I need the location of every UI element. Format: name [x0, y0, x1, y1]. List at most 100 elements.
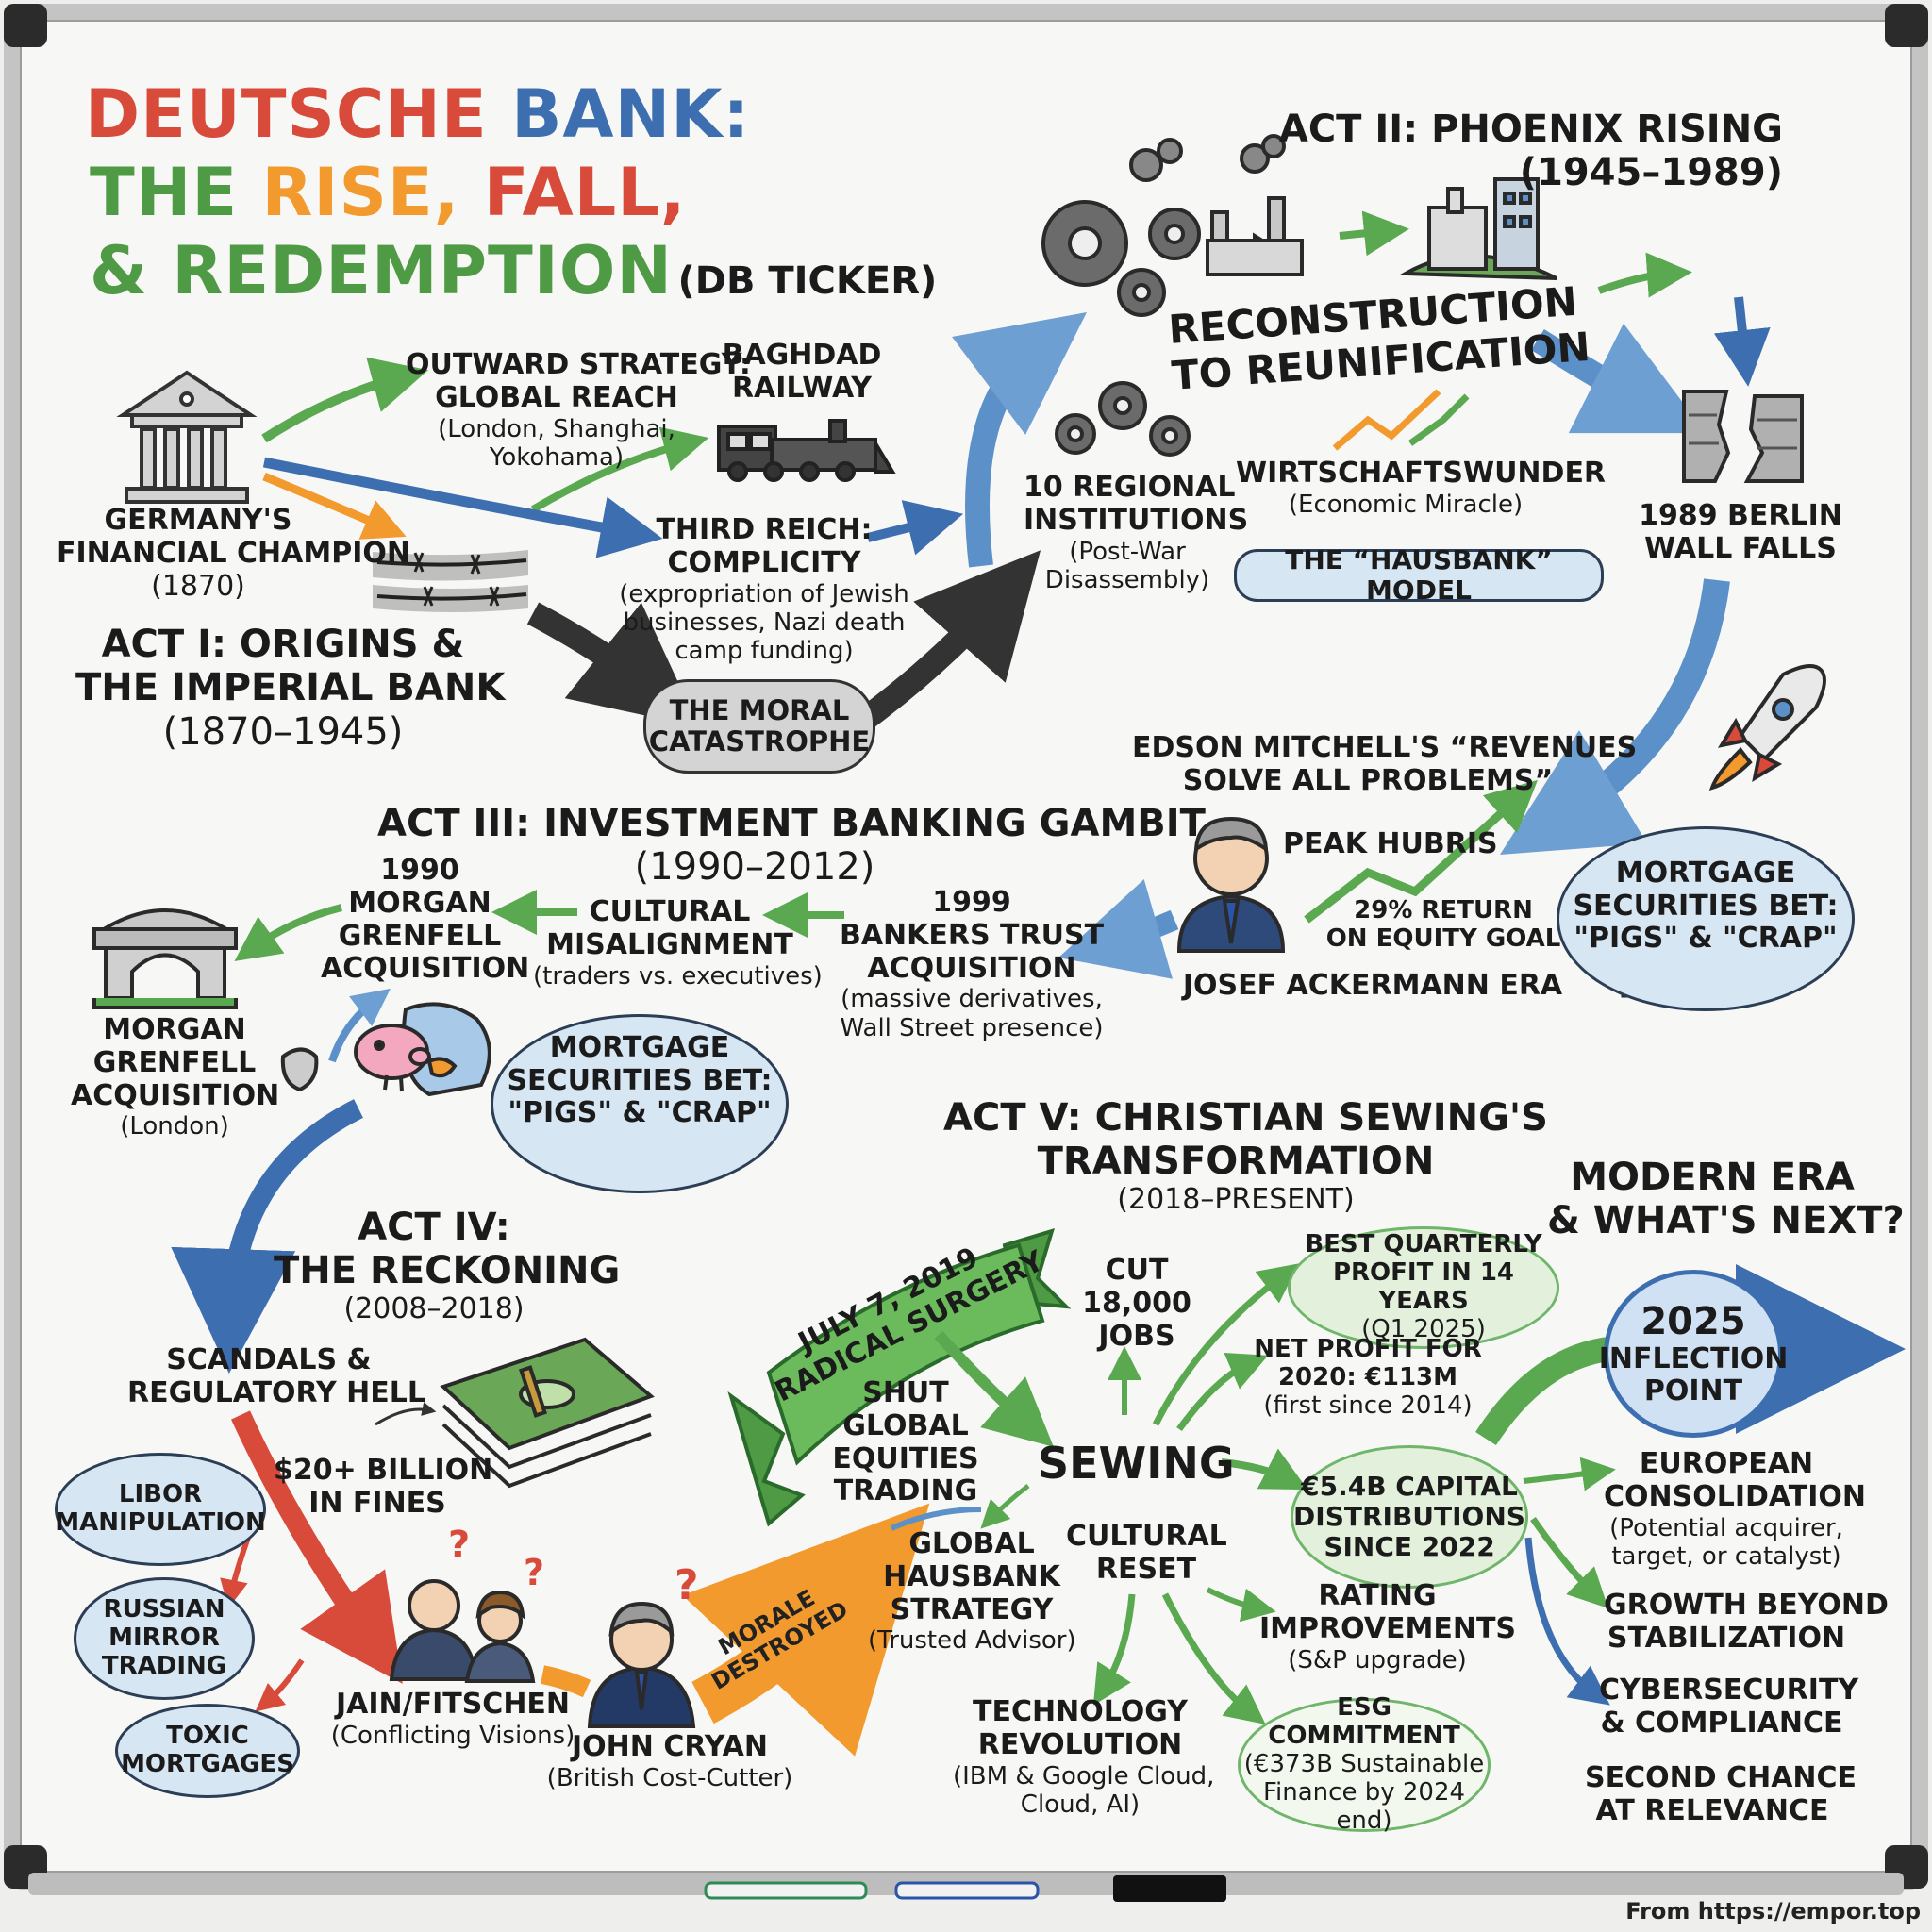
arrow-to-fines: [375, 1402, 437, 1426]
arrow-wall-down-right: [1499, 578, 1730, 856]
title-ticker: (DB TICKER): [677, 259, 938, 303]
train-icon: [717, 419, 896, 482]
cryan-label: JOHN CRYAN(British Cost-Cutter): [546, 1730, 793, 1792]
factory-icon: [1129, 134, 1304, 276]
title-line-3: & REDEMPTION (DB TICKER): [90, 234, 937, 308]
arrow-capital-to-european: [1523, 1457, 1616, 1491]
title-word-redemption: & REDEMPTION: [90, 232, 673, 309]
jain-fitschen-label: JAIN/FITSCHEN(Conflicting Visions): [330, 1688, 575, 1750]
arrow-red-to-jain: [231, 1410, 403, 1684]
green-marker-icon[interactable]: [704, 1881, 868, 1900]
arrow-reset-to-esg: [1161, 1592, 1266, 1724]
act1-heading: ACT I: ORIGINS &THE IMPERIAL BANK (1870–…: [75, 623, 506, 754]
arrow-sewing-to-net: [1176, 1352, 1269, 1432]
blue-marker-icon[interactable]: [894, 1881, 1040, 1900]
arrow-city-right: [1597, 252, 1692, 298]
cybersecurity-label: CYBERSECURITY& COMPLIANCE: [1599, 1674, 1859, 1740]
sewing-label: SEWING: [1038, 1438, 1235, 1489]
arrow-reset-to-tech: [1092, 1593, 1136, 1706]
rocket-icon: [1708, 664, 1826, 791]
title-word-deutsche: DEUTSCHE: [85, 75, 488, 153]
question-mark-1: ?: [448, 1524, 471, 1567]
outward-strategy-label: OUTWARD STRATEGY:GLOBAL REACH (London, S…: [406, 348, 751, 472]
arrow-to-railway: [530, 426, 709, 513]
gears-icon: [1041, 200, 1201, 457]
scandals-label: SCANDALS &REGULATORY HELL: [127, 1343, 426, 1409]
title-word-rise: RISE,: [261, 154, 460, 231]
arrow-red-to-toxic: [255, 1658, 305, 1712]
arrow-jain-to-cryan: [540, 1665, 591, 1698]
arrow-capital-to-growth: [1530, 1516, 1608, 1608]
title-word-fall: FALL,: [483, 154, 687, 231]
peak-hubris-label: PEAK HUBRIS: [1283, 827, 1498, 860]
arrow-sewing-to-global: [980, 1484, 1030, 1529]
money-stack-icon: [440, 1337, 655, 1489]
arrow-factory-to-city: [1339, 210, 1409, 257]
arrow-down-to-act4: [171, 1099, 363, 1374]
arrow-morale-to-sewing: [890, 1507, 982, 1531]
trend-up-icon: [1332, 389, 1470, 451]
arrow-morale: [682, 1503, 930, 1757]
jain-fitschen-portrait-icon: [389, 1579, 536, 1683]
arrow-capital-to-inflection: [1475, 1337, 1611, 1446]
act3-heading: ACT III: INVESTMENT BANKING GAMBIT(1990–…: [377, 802, 1206, 890]
arrow-up-to-mg: [328, 988, 391, 1063]
title-line-1: DEUTSCHE BANK:: [85, 77, 750, 151]
arrow-sewing-to-capital: [1221, 1448, 1308, 1491]
arrow-banner-to-sewing: [934, 1330, 1054, 1447]
source-footer[interactable]: From https://empor.top: [1625, 1898, 1921, 1924]
ackermann-portrait-icon: [1176, 816, 1286, 953]
arrow-to-moral: [526, 602, 699, 727]
question-mark-2: ?: [524, 1552, 545, 1593]
title-word-the: THE: [90, 154, 239, 231]
title-line-2: THE RISE, FALL,: [90, 156, 686, 229]
arrow-reconstruction-to-wall: [1531, 323, 1707, 434]
question-mark-3: ?: [675, 1561, 699, 1609]
arch-gate-icon: [92, 908, 238, 1009]
arrow-mg-to-arch: [234, 904, 342, 961]
arrow-down-to-wall: [1713, 296, 1771, 387]
act4-heading: ACT IV:THE RECKONING (2008–2018): [274, 1206, 621, 1325]
third-reich-label: THIRD REICH:COMPLICITY (expropriation of…: [619, 513, 909, 665]
cryan-portrait-icon: [587, 1601, 696, 1728]
wirtschaftswunder-label: WIRTSCHAFTSWUNDER (Economic Miracle): [1236, 457, 1607, 519]
arrow-moral-to-act2: [860, 550, 1041, 727]
arrow-to-outward: [261, 357, 428, 443]
hausbank-model-bubble: THE “HAUSBANK” MODEL: [1234, 544, 1604, 606]
eraser-icon[interactable]: [1113, 1875, 1226, 1902]
bank-building-icon: [116, 370, 258, 504]
arrow-capital-to-cyber: [1524, 1537, 1610, 1706]
ackermann-era-label: JOSEF ACKERMANN ERA: [1182, 969, 1563, 1002]
modern-era-heading: MODERN ERA& WHAT'S NEXT?: [1547, 1156, 1905, 1243]
title-word-bank: BANK:: [511, 75, 751, 153]
banner-ribbon: [727, 1228, 1072, 1527]
